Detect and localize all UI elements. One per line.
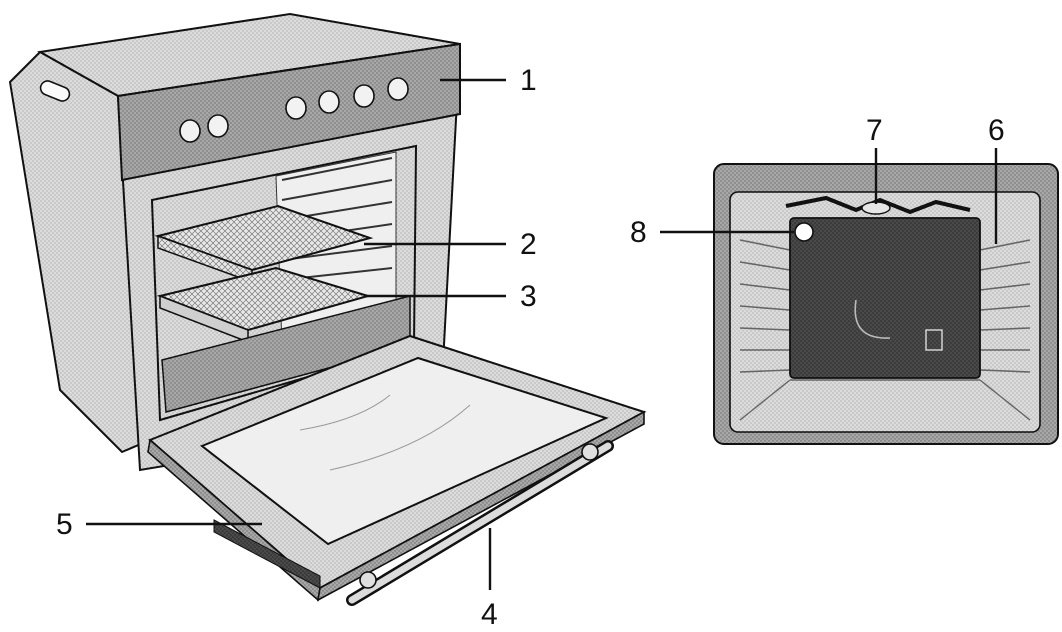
door-hinge-strip [213,519,321,589]
side-guides-left [739,239,791,373]
oven-front-view [713,163,1059,445]
knob-icon[interactable] [318,90,340,114]
callout-numbers: 1 2 3 4 5 6 7 8 [56,64,1005,631]
fan-cover-outline [854,299,891,339]
callout-leaders [86,78,998,590]
back-panel-label-plate [925,329,943,351]
knob-icon[interactable] [179,119,201,143]
control-knobs [179,77,409,143]
knob-icon[interactable] [207,114,229,138]
glass-reflection [299,394,391,431]
cavity-floor-lines [739,379,1031,421]
knob-icon[interactable] [353,84,375,108]
top-heating-element [785,195,971,215]
door-handle-highlight [348,442,612,604]
handle-mount-icon [581,443,599,461]
oven-perspective-view [8,12,647,606]
callout-3: 3 [520,280,537,313]
knob-icon[interactable] [387,77,409,101]
handle-mount-icon [359,571,377,589]
callout-7: 7 [866,114,883,147]
callout-6: 6 [988,114,1005,147]
callout-1: 1 [520,64,537,97]
side-handle-slot [39,80,71,102]
callout-4: 4 [481,598,498,631]
callout-5: 5 [56,508,73,541]
glass-reflection [329,404,471,471]
knob-icon[interactable] [285,96,307,120]
oven-lamp-icon [794,222,814,242]
back-panel [789,217,981,379]
side-guides-right [979,239,1031,373]
door-lower-edge [316,410,645,602]
callout-2: 2 [520,228,537,261]
door-glass-panel [200,356,609,546]
callout-8: 8 [630,216,647,249]
